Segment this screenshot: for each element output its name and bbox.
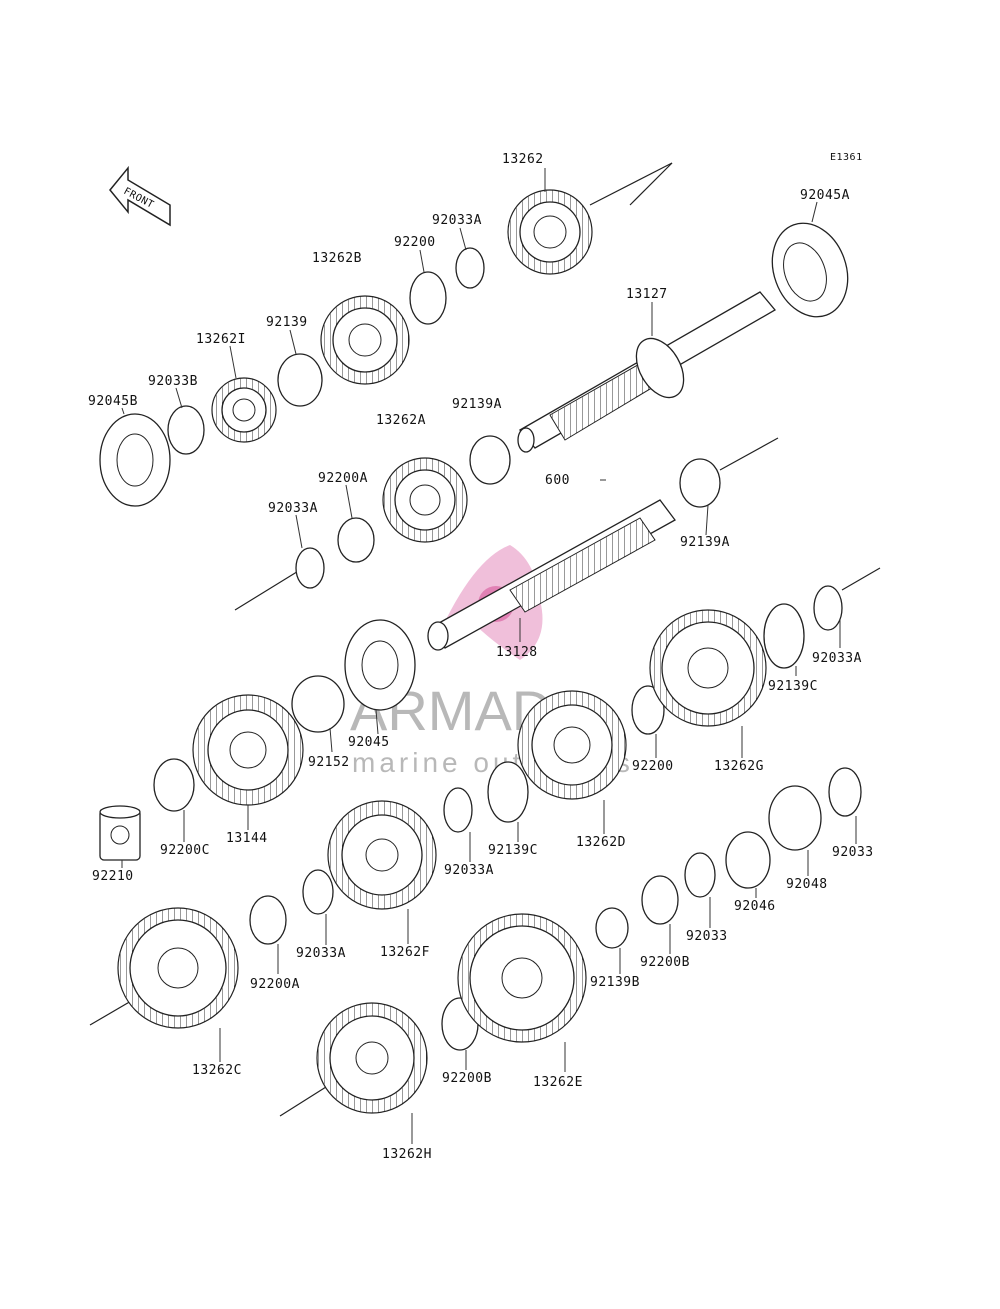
gear-13262C [117, 907, 239, 1029]
label-13262B: 13262B [312, 251, 362, 266]
label-92045A: 92045A [800, 188, 850, 203]
label-13262F: 13262F [380, 945, 430, 960]
circlip-92033B [167, 405, 205, 455]
label-13262I: 13262I [196, 332, 246, 347]
gear-13262 [507, 189, 593, 275]
gear-13262B [320, 295, 410, 385]
label-92200B-bottom: 92200B [442, 1071, 492, 1086]
bearing-92045B [99, 413, 171, 507]
needle-bearing-92139C-right [763, 603, 805, 669]
bearing-92045 [344, 619, 416, 711]
label-92139C-lower: 92139C [488, 843, 538, 858]
diagram-code: E1361 [830, 152, 863, 163]
label-13262H: 13262H [382, 1147, 432, 1162]
label-92033A-top: 92033A [432, 213, 482, 228]
label-92033A-lower: 92033A [444, 863, 494, 878]
label-92033A-bottom: 92033A [296, 946, 346, 961]
label-92200-top: 92200 [394, 235, 436, 250]
drive-shaft-13128 [427, 499, 676, 651]
washer-92200C [153, 758, 195, 812]
washer-92200-top [409, 271, 447, 325]
label-13262G: 13262G [714, 759, 764, 774]
needle-bearing-92046 [725, 831, 771, 889]
gear-13262G [649, 609, 767, 727]
part-labels: 13262 92045A 92033A 92200 13262B 13127 9… [88, 152, 874, 1162]
label-92139A-upper: 92139A [452, 397, 502, 412]
label-92033: 92033 [832, 845, 874, 860]
label-92046: 92046 [734, 899, 776, 914]
circlip-92033A-right [813, 585, 843, 631]
label-92200A-bottom: 92200A [250, 977, 300, 992]
label-92152: 92152 [308, 755, 350, 770]
leader-lines [121, 168, 857, 1144]
label-92210: 92210 [92, 869, 134, 884]
gear-13262E [457, 913, 587, 1043]
gear-13262D [517, 690, 627, 800]
bushing-92139B [595, 907, 629, 949]
gear-13262F [327, 800, 437, 910]
gear-13144 [192, 694, 304, 806]
circlip-92033A-top [455, 247, 485, 289]
circlip-92033 [828, 767, 862, 817]
label-92033A-mid: 92033A [268, 501, 318, 516]
label-92139C-right: 92139C [768, 679, 818, 694]
label-92048: 92048 [786, 877, 828, 892]
label-92033A-right: 92033A [812, 651, 862, 666]
label-92033B: 92033B [148, 374, 198, 389]
label-13262A: 13262A [376, 413, 426, 428]
bearing-92045A [771, 222, 849, 318]
washer-92200A-bottom [249, 895, 287, 945]
label-92139A-right: 92139A [680, 535, 730, 550]
label-92139B: 92139B [590, 975, 640, 990]
label-92033-b: 92033 [686, 929, 728, 944]
collar-92152 [291, 675, 345, 733]
circlip-92033A-bottom [302, 869, 334, 915]
label-92139: 92139 [266, 315, 308, 330]
label-92200-right: 92200 [632, 759, 674, 774]
gear-13262I [211, 377, 277, 443]
bushing-92139A-upper [469, 435, 511, 485]
washer-92200-right [631, 685, 665, 735]
circlip-92033-b [684, 852, 716, 898]
needle-bearing-92139C-lower [487, 761, 529, 823]
label-92200B-right: 92200B [640, 955, 690, 970]
label-13144: 13144 [226, 831, 268, 846]
label-13262C: 13262C [192, 1063, 242, 1078]
label-13127: 13127 [626, 287, 668, 302]
label-13128: 13128 [496, 645, 538, 660]
label-92045B: 92045B [88, 394, 138, 409]
nut-92210 [99, 805, 141, 861]
output-shaft-13127 [517, 291, 776, 453]
bushing-92048 [768, 785, 822, 851]
label-600: 600 [545, 473, 570, 488]
washer-92200A-mid [337, 517, 375, 563]
needle-bearing-92139 [277, 353, 323, 407]
bushing-92139A-right [679, 458, 721, 508]
gear-13262A [382, 457, 468, 543]
front-arrow-icon: FRONT [109, 165, 171, 227]
circlip-92033A-mid [295, 547, 325, 589]
circlip-92033A-lower [443, 787, 473, 833]
label-92045: 92045 [348, 735, 390, 750]
label-13262D: 13262D [576, 835, 626, 850]
washer-92200B-right [641, 875, 679, 925]
label-92200C: 92200C [160, 843, 210, 858]
label-13262: 13262 [502, 152, 544, 167]
label-92200A-mid: 92200A [318, 471, 368, 486]
label-13262E: 13262E [533, 1075, 583, 1090]
gear-13262H [316, 1002, 428, 1114]
